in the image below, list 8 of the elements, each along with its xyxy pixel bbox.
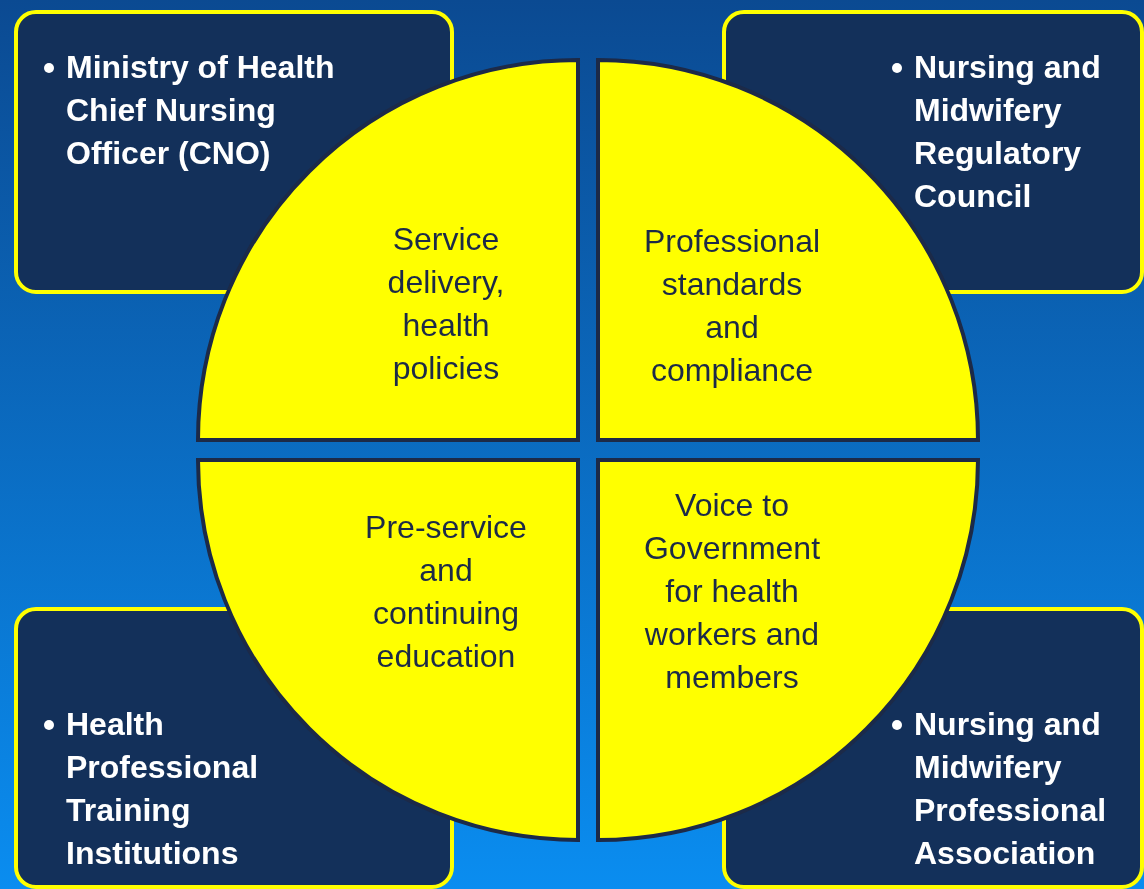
role-text: Voice to Government for health workers and members: [642, 486, 822, 697]
role-text: Professional standards and compliance: [642, 222, 822, 390]
organization-name: Ministry of Health Chief Nursing Officer (CNO): [66, 48, 336, 173]
role-text: Service delivery, health policies: [386, 220, 506, 388]
organization-name: Nursing and Midwifery Professional Association: [914, 705, 1108, 873]
organization-name: Nursing and Midwifery Regulatory Council: [914, 48, 1102, 216]
organization-name: Health Professional Training Institutions: [66, 705, 260, 873]
role-text: Pre-service and continuing education: [364, 508, 528, 676]
